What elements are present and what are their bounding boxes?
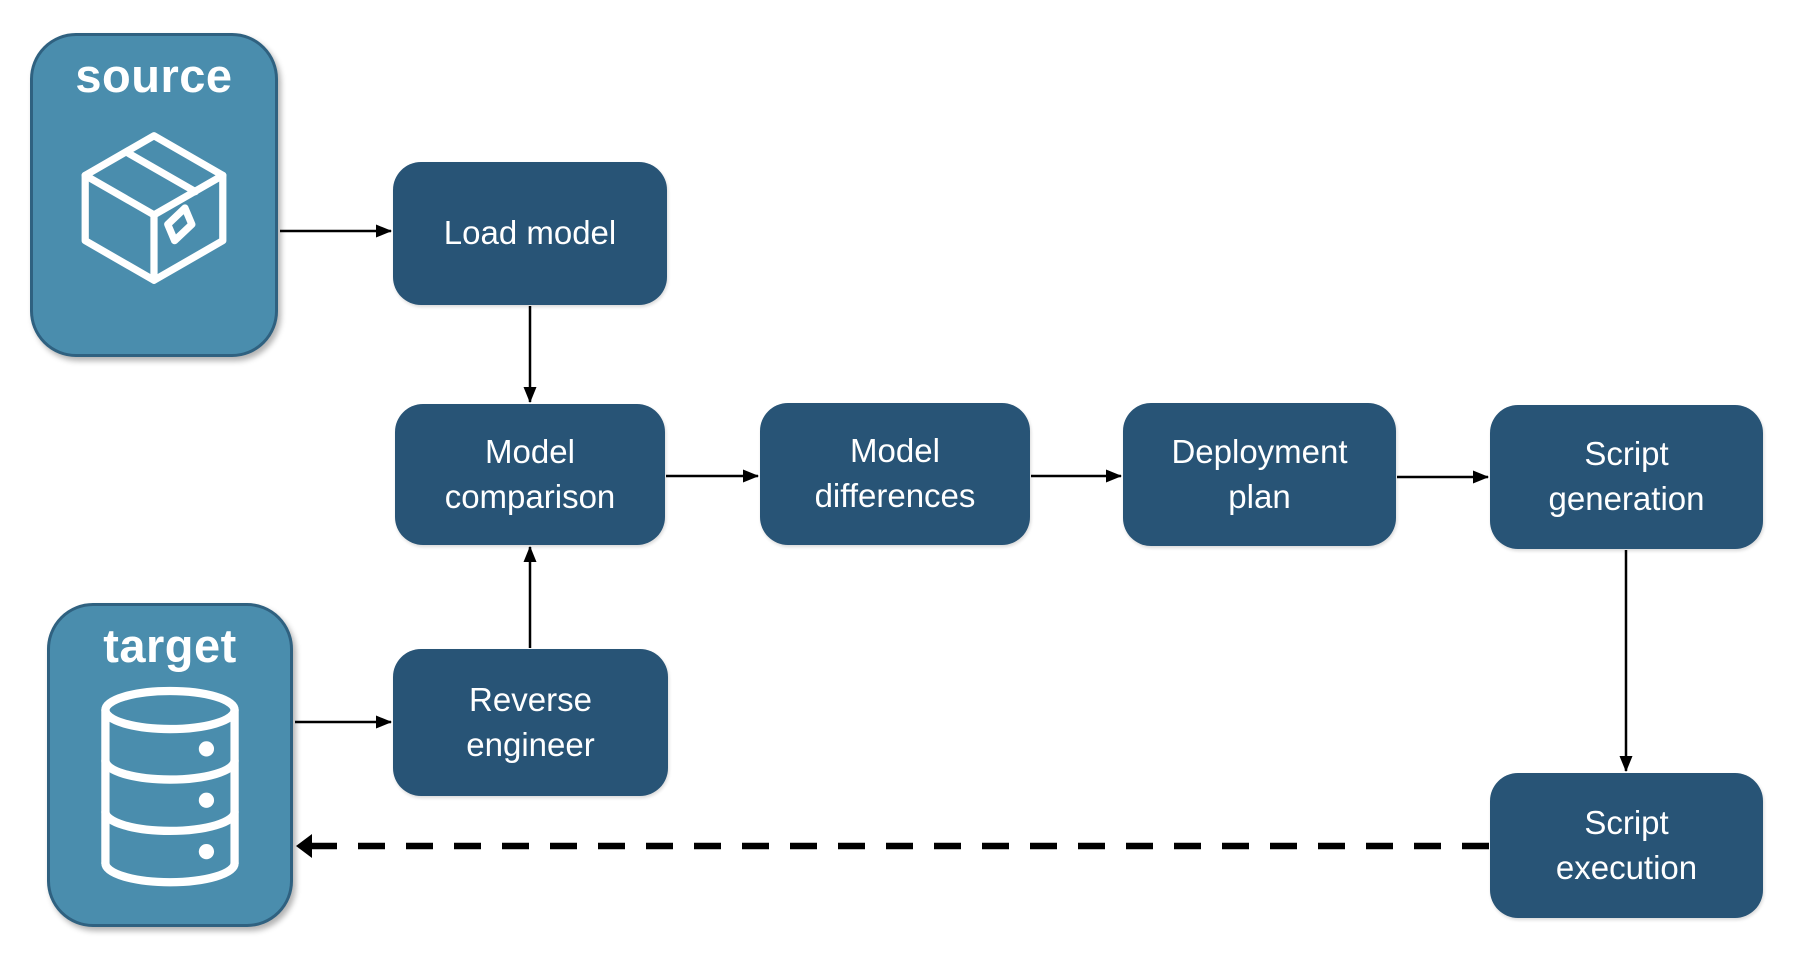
- node-load-model: Load model: [393, 162, 667, 305]
- node-label: Load model: [443, 214, 617, 252]
- node-label: Deployment plan: [1171, 432, 1348, 515]
- node-script-generation: Script generation: [1490, 405, 1763, 549]
- database-icon: [101, 686, 239, 887]
- node-model-comparison: Model comparison: [395, 404, 665, 545]
- node-label: Script execution: [1555, 803, 1698, 886]
- node-label: Model differences: [814, 432, 976, 514]
- node-reverse-engineer: Reverse engineer: [393, 649, 668, 796]
- node-label: Reverse engineer: [466, 680, 595, 763]
- source-label: source: [75, 49, 233, 102]
- node-source: source: [30, 33, 278, 357]
- package-icon: [81, 131, 227, 284]
- node-label: Model comparison: [444, 432, 616, 515]
- node-target: target: [47, 603, 293, 927]
- node-label: Script generation: [1548, 435, 1705, 517]
- node-deployment-plan: Deployment plan: [1123, 403, 1396, 546]
- node-model-differences: Model differences: [760, 403, 1030, 545]
- target-label: target: [103, 619, 237, 672]
- node-script-execution: Script execution: [1490, 773, 1763, 918]
